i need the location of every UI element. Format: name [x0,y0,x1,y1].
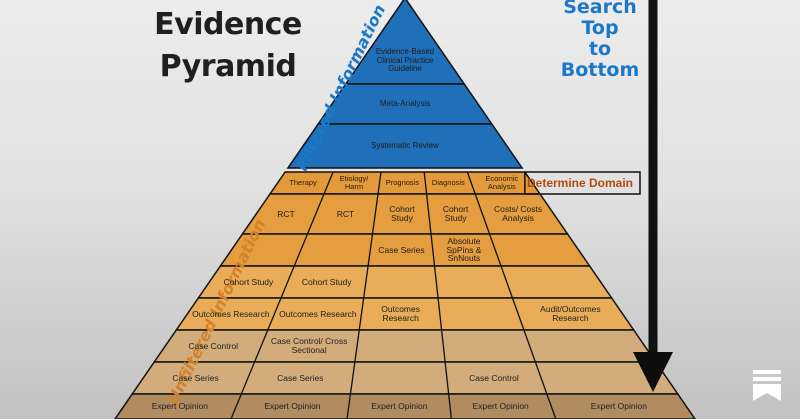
filtered-level-label-2: Meta-Analysis [379,98,431,108]
domain-cell-3: Prognosis [385,178,420,188]
unfiltered-cell-r5-c2: Case Control/ Cross Sectional [270,336,348,355]
unfiltered-cell-r5-c4 [446,330,526,362]
row-7-divider-4 [546,393,557,419]
unfiltered-cell-r6-c1: Case Series [172,372,219,383]
unfiltered-cell-r4-c4 [443,298,515,330]
unfiltered-cell-r4-c2: Outcomes Research [279,308,357,319]
unfiltered-cell-r6-c2: Case Series [277,372,324,383]
unfiltered-cell-r5-c1: Case Control [188,340,239,351]
unfiltered-cell-r1-c4: Cohort Study [442,204,469,223]
row-1-divider-4 [474,193,491,235]
unfiltered-cell-r1-c3: Cohort Study [389,204,415,223]
row-2-divider-2 [367,233,374,267]
unfiltered-cell-r4-c5: Audit/Outcomes Research [540,304,601,323]
diagram-title-line-1: Evidence [154,7,302,42]
determine-domain-box [524,171,641,195]
search-label-line-1: Search [563,0,637,18]
unfiltered-cell-r2-c5 [498,234,575,266]
domain-divider-3 [423,171,428,195]
row-4-divider-3 [437,297,443,331]
domain-cell-1: Therapy [289,178,317,188]
diagram-title-line-2: Pyramid [159,49,297,84]
row-7-divider-2 [346,393,352,419]
unfiltered-cell-r7-c5: Expert Opinion [590,401,647,412]
row-5-divider-4 [523,329,536,363]
row-3-divider-2 [363,265,369,299]
filtered-level-label-1: Evidence-Based Clinical Practice Guideli… [375,47,435,74]
unfiltered-row-7 [114,393,696,419]
unfiltered-cell-r3-c4 [439,266,503,298]
domain-divider-4 [466,171,476,195]
unfiltered-cell-r7-c1: Expert Opinion [151,401,208,412]
domain-divider-1 [323,171,334,195]
filtered-level-3 [286,123,524,169]
row-3-divider-4 [500,265,514,299]
row-2-divider-3 [430,233,436,267]
unfiltered-cell-r6-c3 [356,362,444,394]
row-4-divider-1 [267,297,282,331]
unfiltered-cell-r2-c2 [304,234,367,266]
row-5-divider-1 [253,329,269,363]
unfiltered-cell-r6-c5 [544,362,664,394]
row-4-divider-2 [358,297,365,331]
unfiltered-cell-r7-c2: Expert Opinion [264,401,321,412]
unfiltered-cell-r6-c4: Case Control [469,372,519,383]
determine-domain-label: Determine Domain [526,176,634,190]
bookmark-logo-icon [751,368,783,402]
unfiltered-cell-r1-c5: Costs/ Costs Analysis [493,204,543,223]
row-4-divider-4 [511,297,525,331]
row-6-divider-3 [444,361,450,395]
row-2-divider-1 [293,233,309,267]
row-5-divider-3 [440,329,446,363]
unfiltered-cell-r5-c5 [533,330,642,362]
unfiltered-cell-r2-c4: Absolute SpPins & SnNouts [446,235,482,264]
row-3-divider-3 [433,265,439,299]
row-7-divider-1 [230,393,242,419]
unfiltered-cell-r4-c3: Outcomes Research [381,304,420,323]
unfiltered-cell-r4-c1: Outcomes Research [192,308,270,319]
unfiltered-cell-r7-c3: Expert Opinion [371,401,428,412]
row-7-divider-3 [447,393,453,419]
search-label-line-4: Bottom [560,59,640,81]
row-5-divider-2 [354,329,360,363]
filtered-level-label-3: Systematic Review [371,140,439,150]
domain-cell-5: Economic Analysis [485,174,519,191]
row-3-divider-1 [280,265,295,299]
row-2-divider-4 [488,233,502,267]
row-6-divider-4 [534,361,548,395]
domain-divider-2 [377,171,382,195]
unfiltered-cell-r3-c1: Cohort Study [223,276,274,287]
unfiltered-cell-r3-c5 [510,266,598,298]
unfiltered-cell-r1-c1: RCT [277,208,295,219]
row-6-divider-2 [349,361,356,395]
row-1-divider-2 [371,193,379,235]
row-6-divider-1 [240,361,256,395]
unfiltered-cell-r7-c4: Expert Opinion [472,401,529,412]
search-label-line-3: to [588,38,612,60]
search-label-line-2: Top [581,17,619,39]
row-1-divider-1 [306,193,325,235]
unfiltered-cell-r3-c3 [369,266,433,298]
unfiltered-cell-r1-c2: RCT [336,208,355,219]
unfiltered-cell-r5-c3 [360,330,440,362]
search-arrow-head [633,352,673,392]
unfiltered-cell-r2-c3: Case Series [378,244,425,255]
unfiltered-cell-r2-c1 [234,234,297,266]
row-1-divider-3 [425,193,432,235]
domain-cell-2: Etiology/ Harm [339,174,369,191]
unfiltered-cell-r3-c2: Cohort Study [301,276,352,287]
domain-cell-4: Diagnosis [431,178,465,188]
